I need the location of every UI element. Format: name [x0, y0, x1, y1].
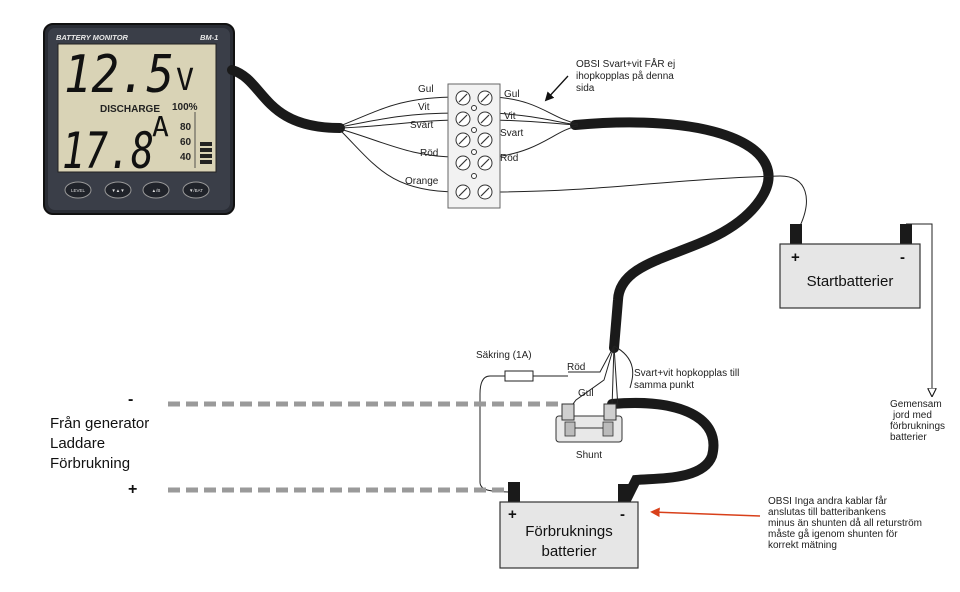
house-battery: + - Förbruknings batterier	[499, 482, 639, 569]
battery-monitor: BATTERY MONITOR BM-1 12.5 V DISCHARGE 10…	[43, 23, 235, 215]
monitor-model: BM-1	[200, 33, 218, 42]
scale-40: 40	[180, 152, 192, 163]
starter-minus: -	[900, 249, 905, 266]
note-ground-line: Gemensam	[890, 399, 942, 410]
source-line: Från generator	[50, 415, 149, 432]
house-battery-label-2: batterier	[541, 543, 596, 560]
note-bottom: OBSI Inga andra kablar får anslutas till…	[768, 495, 922, 551]
scale-80: 80	[180, 122, 192, 133]
monitor-button-label: ▼▲▼	[111, 188, 124, 193]
note-top-line: ihopkopplas på denna	[576, 70, 674, 82]
level-scale: 80 60 40	[180, 112, 212, 168]
shunt: Shunt	[555, 403, 623, 461]
scale-60: 60	[180, 137, 192, 148]
mode-label: DISCHARGE	[100, 104, 160, 115]
ground-wire	[906, 223, 932, 396]
orange-wire	[493, 175, 807, 227]
note-shunt-join-line: samma punkt	[634, 380, 694, 391]
monitor-button[interactable]	[182, 181, 210, 199]
wire-fan-right	[493, 96, 579, 158]
monitor-button[interactable]	[104, 181, 132, 199]
note-bottom-line: korrekt mätning	[768, 540, 837, 551]
note-top-line: sida	[576, 83, 595, 94]
source-plus: +	[128, 481, 137, 498]
starter-battery: + - Startbatterier	[779, 224, 921, 309]
monitor-brand: BATTERY MONITOR	[56, 33, 129, 42]
percent-label: 100%	[172, 102, 198, 113]
terminal-block	[447, 83, 501, 209]
monitor-button-label: ▲/B	[152, 188, 161, 193]
monitor-cable	[227, 65, 345, 133]
monitor-button[interactable]	[142, 181, 170, 199]
current-readout: 17.8	[62, 122, 154, 180]
terminal-left-label: Gul	[418, 84, 434, 95]
shunt-battery-cable	[607, 398, 719, 505]
starter-battery-label: Startbatterier	[807, 273, 894, 290]
voltage-unit: V	[176, 63, 194, 98]
monitor-buttons: LEVEL ▼▲▼ ▲/B ▼/BAT	[64, 181, 210, 199]
terminal-right-label: Gul	[504, 89, 520, 100]
wire-rod-label: Röd	[567, 362, 585, 373]
source-labels: - Från generator Laddare Förbrukning +	[50, 391, 149, 498]
note-bottom-line: OBSI Inga andra kablar får	[768, 495, 888, 507]
source-line: Förbrukning	[50, 455, 130, 472]
wire-fan-left	[339, 96, 459, 193]
fuse-label: Säkring (1A)	[476, 350, 532, 361]
terminal-left-label: Svart	[410, 120, 434, 131]
terminal-left-label: Vit	[418, 102, 430, 113]
house-battery-label-1: Förbruknings	[525, 523, 613, 540]
note-bottom-line: måste gå igenom shunten för	[768, 528, 898, 540]
terminal-right-label: Svart	[500, 128, 524, 139]
note-shunt-leader	[613, 345, 634, 389]
terminal-left-label: Orange	[405, 176, 439, 187]
lcd-screen	[57, 43, 217, 173]
note-shunt-join-line: Svart+vit hopkopplas till	[634, 368, 739, 379]
note-ground-line: jord med	[892, 410, 932, 421]
red-arrow	[650, 507, 761, 518]
house-minus: -	[620, 506, 625, 523]
terminal-right-label: Vit	[504, 111, 516, 122]
wire-gul-label: Gul	[578, 388, 594, 399]
starter-plus: +	[791, 249, 800, 266]
note-bottom-line: minus än shunten då all returström	[768, 517, 922, 529]
monitor-button[interactable]	[64, 181, 92, 199]
source-minus: -	[128, 391, 133, 408]
voltage-readout: 12.5	[64, 45, 174, 105]
note-top-line: OBSI Svart+vit FÅR ej	[576, 57, 675, 70]
monitor-button-label: LEVEL	[71, 188, 86, 193]
note-bottom-line: anslutas till batteribankens	[768, 507, 886, 518]
source-line: Laddare	[50, 435, 105, 452]
fuse-wire	[479, 375, 515, 493]
house-plus: +	[508, 506, 517, 523]
note-ground: Gemensam jord med förbruknings batterier	[890, 399, 945, 443]
current-unit: A	[152, 110, 169, 143]
note-ground-line: batterier	[890, 432, 927, 443]
note-top: OBSI Svart+vit FÅR ej ihopkopplas på den…	[544, 57, 675, 102]
terminal-left-label: Röd	[420, 148, 438, 159]
fuse	[504, 370, 534, 382]
main-cable	[570, 117, 774, 353]
note-shunt-join: Svart+vit hopkopplas till samma punkt	[634, 368, 739, 391]
terminal-right-label: Röd	[500, 153, 518, 164]
monitor-button-label: ▼/BAT	[189, 188, 203, 193]
shunt-label: Shunt	[576, 450, 602, 461]
note-ground-line: förbruknings	[890, 421, 945, 432]
